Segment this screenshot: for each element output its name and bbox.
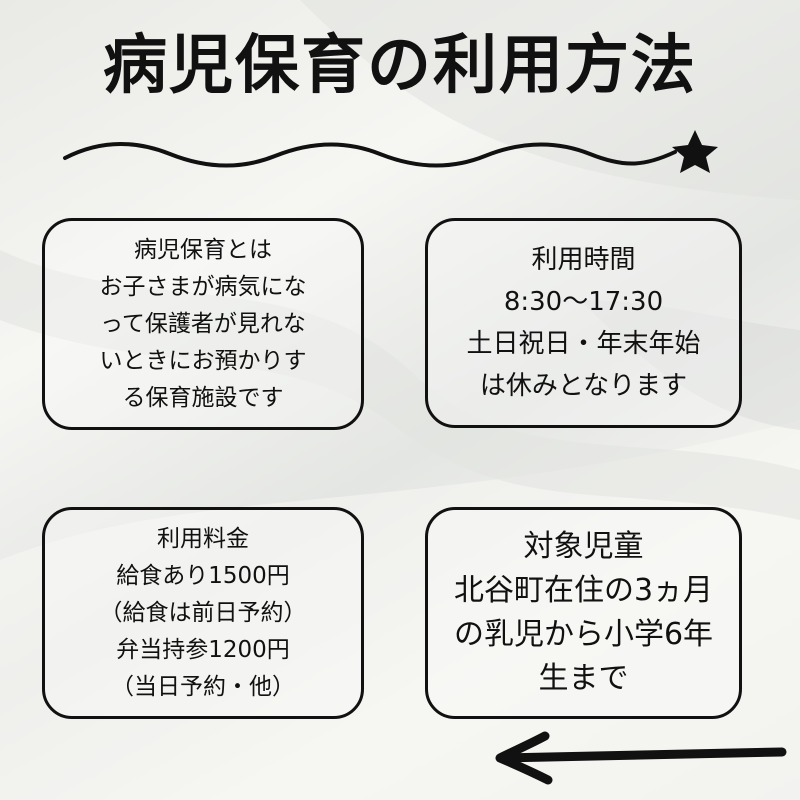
card-target-line: 対象児童: [523, 529, 644, 564]
card-hours: 利用時間 8:30〜17:30 土日祝日・年末年始 は休みとなります: [425, 218, 742, 428]
star-icon: [672, 130, 718, 173]
page-title: 病児保育の利用方法: [103, 29, 697, 103]
card-fee-line: 給食あり1500円: [116, 562, 290, 589]
card-hours-line: は休みとなります: [479, 371, 688, 401]
decorative-wave-line: [63, 130, 718, 173]
card-target-line: の乳児から小学6年: [453, 617, 714, 652]
card-hours-line: 利用時間: [531, 245, 636, 275]
card-target-line: 北谷町在住の3ヵ月: [453, 573, 714, 608]
card-about-line: る保育施設です: [122, 384, 284, 411]
card-target-line: 生まで: [538, 661, 629, 696]
card-about-line: って保護者が見れな: [100, 310, 306, 337]
card-target: 対象児童 北谷町在住の3ヵ月 の乳児から小学6年 生まで: [425, 507, 742, 719]
card-hours-line: 8:30〜17:30: [503, 287, 664, 317]
card-fee: 利用料金 給食あり1500円 （給食は前日予約） 弁当持参1200円 （当日予約…: [42, 507, 364, 719]
arrow-left-icon: [495, 731, 787, 785]
card-fee-line: 弁当持参1200円: [116, 636, 290, 663]
card-hours-line: 土日祝日・年末年始: [466, 329, 701, 359]
card-about-line: いときにお預かりす: [99, 347, 307, 374]
card-about: 病児保育とは お子さまが病気にな って保護者が見れな いときにお預かりす る保育…: [42, 218, 364, 430]
card-fee-line: 利用料金: [157, 525, 249, 552]
card-fee-line: （当日予約・他）: [111, 673, 295, 700]
card-about-line: 病児保育とは: [134, 236, 272, 263]
card-about-line: お子さまが病気にな: [99, 273, 307, 300]
card-fee-line: （給食は前日予約）: [99, 599, 307, 626]
